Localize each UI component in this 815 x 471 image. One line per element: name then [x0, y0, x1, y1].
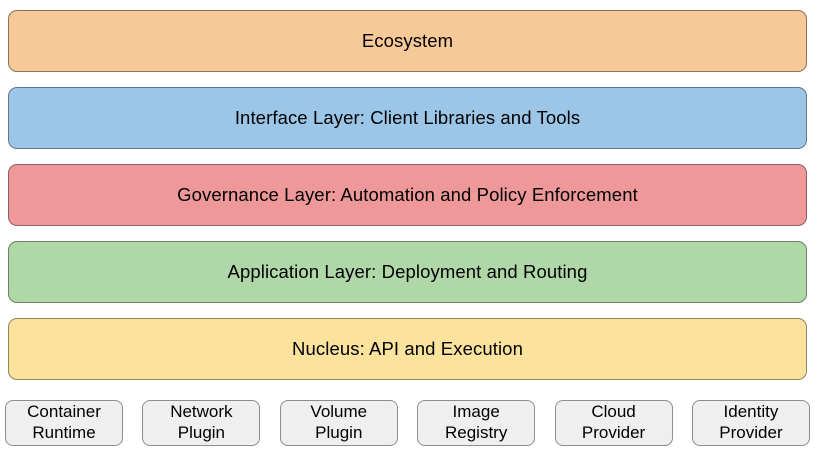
layer-interface: Interface Layer: Client Libraries and To… [8, 87, 807, 149]
provider-image-registry-label: Image Registry [444, 402, 508, 442]
provider-identity-provider: Identity Provider [691, 400, 810, 446]
layer-governance: Governance Layer: Automation and Policy … [8, 164, 807, 226]
layer-application-label: Application Layer: Deployment and Routin… [227, 261, 588, 282]
provider-cloud-provider: Cloud Provider [554, 400, 673, 446]
layer-governance-label: Governance Layer: Automation and Policy … [177, 184, 638, 205]
provider-container-runtime: Container Runtime [5, 400, 123, 446]
layer-nucleus: Nucleus: API and Execution [8, 318, 807, 380]
provider-network-plugin-label: Network Plugin [170, 402, 233, 442]
layer-ecosystem: Ecosystem [8, 10, 807, 72]
provider-identity-provider-label: Identity Provider [719, 402, 783, 442]
layer-application: Application Layer: Deployment and Routin… [8, 241, 807, 303]
provider-image-registry: Image Registry [417, 400, 536, 446]
provider-container-runtime-label: Container Runtime [27, 402, 101, 442]
provider-volume-plugin-label: Volume Plugin [310, 402, 368, 442]
provider-network-plugin: Network Plugin [142, 400, 261, 446]
provider-volume-plugin: Volume Plugin [279, 400, 398, 446]
layer-ecosystem-label: Ecosystem [361, 30, 454, 51]
layer-interface-label: Interface Layer: Client Libraries and To… [234, 107, 581, 128]
layer-nucleus-label: Nucleus: API and Execution [292, 338, 523, 359]
provider-cloud-provider-label: Cloud Provider [581, 402, 646, 442]
provider-row: Container Runtime Network Plugin Volume … [5, 400, 810, 446]
